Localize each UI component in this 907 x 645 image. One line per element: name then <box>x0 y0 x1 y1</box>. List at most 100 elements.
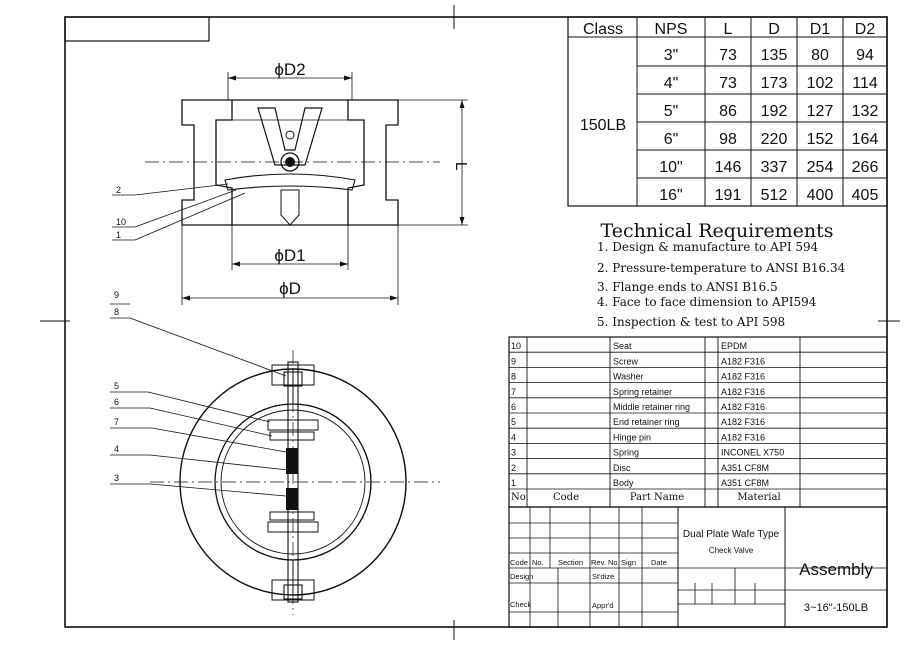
part-name-1: Body <box>613 478 634 488</box>
top-callouts: 2 10 1 <box>112 183 246 241</box>
spring-upper <box>286 448 298 474</box>
part-name-8: Washer <box>613 372 644 382</box>
requirements-title: Technical Requirements <box>601 220 834 242</box>
dim-header-class: Class <box>583 21 623 38</box>
requirement-3: 3. Flange ends to ANSI B16.5 <box>597 280 778 294</box>
requirement-4: 4. Face to face dimension to API594 <box>597 295 817 309</box>
dim-cell-r2-c2: 192 <box>761 103 788 120</box>
hinge-bracket <box>257 107 323 166</box>
dim-cell-r0-c4: 94 <box>856 47 874 64</box>
callout-8: 8 <box>114 307 119 317</box>
part-no-8: 8 <box>511 372 516 382</box>
dim-header-l: L <box>724 21 733 38</box>
dim-cell-r3-c2: 220 <box>761 131 788 148</box>
dim-cell-r3-c1: 98 <box>719 131 737 148</box>
tb-sign: Sign <box>621 558 636 567</box>
tb-design: Design <box>510 572 533 581</box>
part-name-3: Spring <box>613 448 639 458</box>
callout-7: 7 <box>114 417 119 427</box>
callout-2: 2 <box>116 185 121 195</box>
size-range: 3~16"-150LB <box>804 602 868 614</box>
tb-no: No. <box>532 558 544 567</box>
title-block: Dual Plate Wafe Type Check Valve Assembl… <box>508 506 888 628</box>
dim-cell-r0-c0: 3" <box>664 47 679 64</box>
part-material-9: A182 F316 <box>721 356 765 366</box>
dim-cell-r4-c4: 266 <box>852 159 879 176</box>
product-line-1: Dual Plate Wafe Type <box>683 529 780 540</box>
dim-header-d: D <box>768 21 780 38</box>
part-material-3: INCONEL X750 <box>721 448 784 458</box>
callout-9: 9 <box>114 290 119 300</box>
part-material-8: A182 F316 <box>721 372 765 382</box>
dim-d-label: ϕD <box>279 279 301 298</box>
technical-requirements: Technical Requirements 1. Design & manuf… <box>597 220 846 329</box>
product-line-2: Check Valve <box>709 546 754 555</box>
dim-l: L <box>398 99 470 226</box>
part-no-5: 5 <box>511 417 516 427</box>
spring-lower <box>286 488 298 510</box>
dim-header-d1: D1 <box>810 21 831 38</box>
disc-section <box>224 173 356 191</box>
part-no-2: 2 <box>511 463 516 473</box>
part-name-9: Screw <box>613 356 639 366</box>
dim-cell-r5-c1: 191 <box>715 187 742 204</box>
callout-4: 4 <box>114 444 119 454</box>
part-no-1: 1 <box>511 478 516 488</box>
dim-cell-r5-c2: 512 <box>761 187 788 204</box>
dim-cell-r2-c0: 5" <box>664 103 679 120</box>
part-no-9: 9 <box>511 356 516 366</box>
requirement-5: 5. Inspection & test to API 598 <box>597 315 785 329</box>
dim-d1: ϕD1 <box>231 225 349 270</box>
section-view: ϕD2 L ϕD1 ϕD 2 <box>112 60 470 305</box>
dim-cell-r0-c1: 73 <box>719 47 737 64</box>
tb-stdize: St'dize <box>592 572 614 581</box>
dim-cell-r2-c1: 86 <box>719 103 737 120</box>
dim-cell-r1-c2: 173 <box>761 75 788 92</box>
bottom-callouts: 9 8 5 6 7 4 3 <box>110 290 289 497</box>
dim-cell-r5-c4: 405 <box>852 187 879 204</box>
dim-cell-r1-c1: 73 <box>719 75 737 92</box>
part-material-5: A182 F316 <box>721 417 765 427</box>
part-material-4: A182 F316 <box>721 432 765 442</box>
dim-cell-r4-c0: 10" <box>659 159 682 176</box>
part-material-6: A182 F316 <box>721 402 765 412</box>
dim-cell-r5-c3: 400 <box>807 187 834 204</box>
stop-post <box>280 189 300 226</box>
dim-cell-r1-c0: 4" <box>664 75 679 92</box>
requirement-2: 2. Pressure-temperature to ANSI B16.34 <box>597 261 846 275</box>
requirement-1: 1. Design & manufacture to API 594 <box>597 240 819 254</box>
dim-header-nps: NPS <box>655 21 688 38</box>
part-material-1: A351 CF8M <box>721 478 769 488</box>
dim-cell-r2-c3: 127 <box>807 103 834 120</box>
tb-apprd: Appr'd <box>592 601 613 610</box>
part-name-10: Seat <box>613 341 632 351</box>
dim-cell-r5-c0: 16" <box>659 187 682 204</box>
dim-cell-r2-c4: 132 <box>852 103 879 120</box>
dim-cell-r4-c3: 254 <box>807 159 834 176</box>
part-name-5: End retainer ring <box>613 417 680 427</box>
tb-rev-no: Rev. No. <box>591 558 620 567</box>
dim-class-value: 150LB <box>580 117 626 134</box>
callout-10: 10 <box>116 217 126 227</box>
part-name-6: Middle retainer ring <box>613 402 690 412</box>
part-no-6: 6 <box>511 402 516 412</box>
parts-header-no: No. <box>511 492 529 503</box>
tb-section: Section <box>558 558 583 567</box>
dim-l-label: L <box>452 161 470 170</box>
tb-date: Date <box>651 558 667 567</box>
part-name-4: Hinge pin <box>613 432 651 442</box>
callout-5: 5 <box>114 381 119 391</box>
callout-3: 3 <box>114 473 119 483</box>
part-name-2: Disc <box>613 463 631 473</box>
body-left-section <box>181 99 233 226</box>
drawing-title: Assembly <box>799 560 873 579</box>
dim-cell-r4-c2: 337 <box>761 159 788 176</box>
body-right-section <box>347 99 399 226</box>
dim-cell-r3-c4: 164 <box>852 131 879 148</box>
dim-d1-label: ϕD1 <box>274 246 305 265</box>
